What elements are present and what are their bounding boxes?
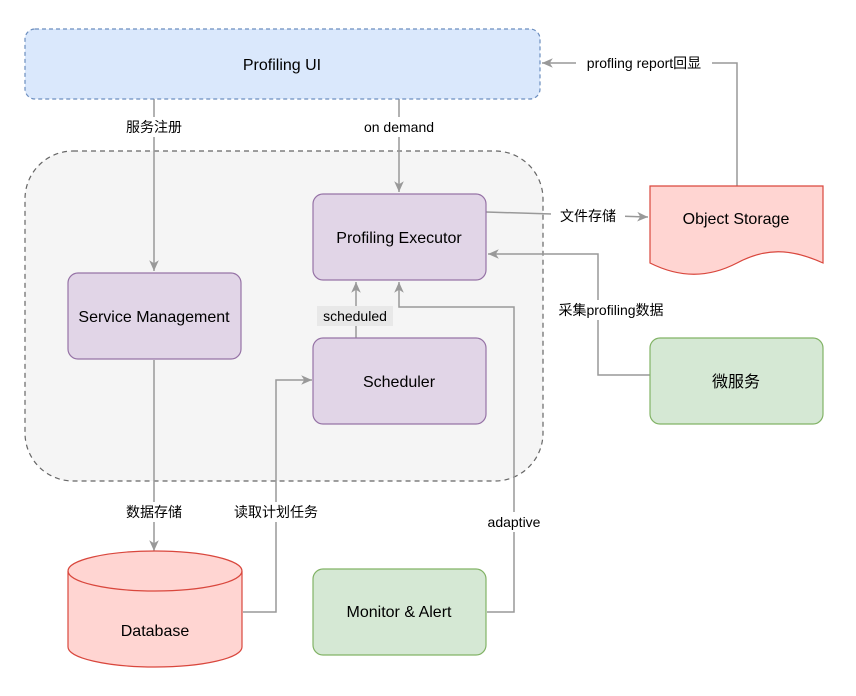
profiling-executor-node [312, 193, 487, 281]
scheduled-label: scheduled [323, 308, 387, 324]
profiling-ui-label: Profiling UI [243, 57, 321, 74]
adaptive-label: adaptive [488, 514, 541, 530]
adaptive-edge [394, 282, 515, 613]
database-label: Database [121, 623, 190, 640]
scheduler-label: Scheduler [363, 374, 436, 391]
service-management-node [67, 272, 242, 360]
scheduler-node [312, 337, 487, 425]
report-label: profling report回显 [587, 55, 701, 71]
read-tasks-label: 读取计划任务 [234, 504, 318, 520]
file-storage-label: 文件存储 [560, 208, 616, 224]
collect-label: 采集profiling数据 [558, 302, 663, 318]
service-management-label: Service Management [78, 309, 230, 326]
microservice-label: 微服务 [712, 373, 760, 391]
database-node [67, 550, 243, 668]
data-storage-label: 数据存储 [126, 504, 182, 520]
microservice-node [649, 337, 824, 425]
monitor-alert-node [312, 568, 487, 656]
profiling-executor-label: Profiling Executor [336, 230, 462, 247]
object-storage-node [649, 185, 824, 275]
monitor-alert-label: Monitor & Alert [347, 604, 452, 621]
object-storage-label: Object Storage [683, 211, 790, 228]
register-label: 服务注册 [126, 119, 182, 135]
database-top-rim [67, 570, 243, 592]
read-tasks-edge [243, 375, 312, 613]
profiling-ui-node [24, 28, 541, 100]
report-edge [542, 58, 738, 186]
on-demand-label: on demand [364, 119, 434, 135]
